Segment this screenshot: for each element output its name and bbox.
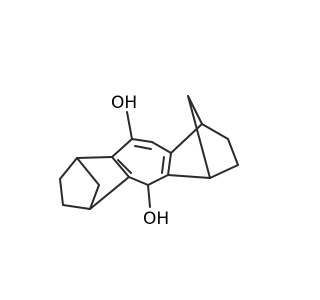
- bond-ring-c3-c4: [167, 152, 172, 176]
- bond-right-4: [209, 164, 239, 179]
- bond-left-5: [89, 176, 130, 210]
- bond-ring-double-2: [161, 156, 165, 174]
- bond-c-oh-bottom: [147, 184, 151, 208]
- aromatic-ring: [111, 138, 172, 186]
- atom-label-oh-bottom: OH: [143, 209, 169, 229]
- bond-ring-c1-c6b: [111, 138, 133, 158]
- bond-ring-c6-c1: [111, 156, 130, 178]
- bond-right-6: [187, 95, 203, 125]
- bond-right-7: [187, 95, 211, 179]
- left-bicyclic-ring: [59, 156, 130, 210]
- bond-right-5: [167, 174, 211, 179]
- bond-left-7: [89, 184, 100, 210]
- bond-left-6: [76, 157, 100, 186]
- bond-ring-c2-c3: [151, 141, 172, 154]
- right-bicyclic-ring: [167, 95, 239, 179]
- bond-ring-double-1: [134, 145, 152, 150]
- bond-ring-c5-c6: [128, 176, 149, 186]
- bond-right-3: [227, 138, 239, 166]
- bond-left-2: [59, 157, 78, 180]
- bond-ring-c4-c5: [147, 174, 169, 186]
- bond-left-4: [62, 204, 91, 210]
- molecule-structure: OH OH: [59, 93, 239, 229]
- bond-ring-c1-c2: [131, 138, 153, 143]
- bond-c-oh-top: [126, 111, 133, 140]
- bond-left-3: [59, 178, 64, 206]
- bond-right-2: [201, 123, 229, 140]
- bond-left-1: [76, 156, 113, 159]
- bond-ring-double-3: [117, 159, 132, 174]
- atom-label-oh-top: OH: [111, 93, 137, 113]
